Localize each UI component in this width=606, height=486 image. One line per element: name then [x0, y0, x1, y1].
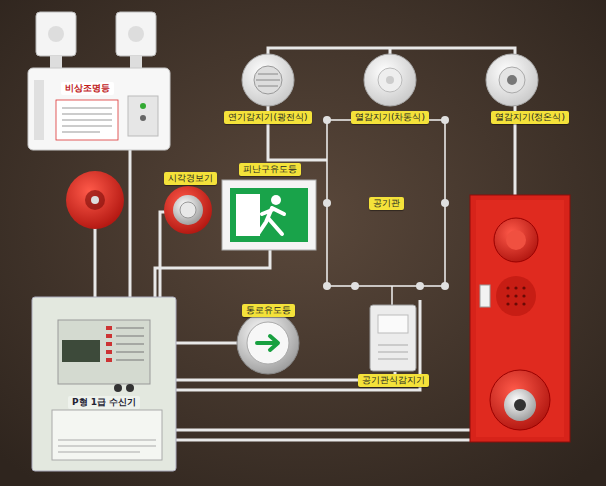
device-tag: 피난구유도등 — [239, 163, 301, 176]
panel-label: P형 1급 수신기 — [68, 396, 140, 409]
air-tube — [327, 120, 445, 305]
device-label: 비상조명등 — [61, 82, 114, 95]
device-tag: 공기관 — [369, 197, 404, 210]
device-tag: 열감지기(정온식) — [491, 111, 569, 124]
fire-bell — [66, 171, 124, 229]
device-tag: 연기감지기(광전식) — [224, 111, 311, 124]
receiver-panel — [32, 297, 176, 471]
passage-light — [237, 312, 299, 374]
heat-detector — [364, 54, 416, 106]
emergency-light — [28, 12, 170, 150]
exit-sign — [222, 180, 316, 250]
air-tube-detector — [370, 305, 416, 371]
visual-alarm — [164, 186, 212, 234]
smoke-detector — [242, 54, 294, 106]
alarm-cabinet — [470, 195, 570, 442]
device-tag: 공기관식감지기 — [358, 374, 429, 387]
tube-clip — [323, 116, 449, 290]
device-tag: 시각경보기 — [164, 172, 217, 185]
device-tag: 통로유도등 — [242, 304, 295, 317]
device-tag: 열감지기(차동식) — [351, 111, 429, 124]
heat-detector — [486, 54, 538, 106]
